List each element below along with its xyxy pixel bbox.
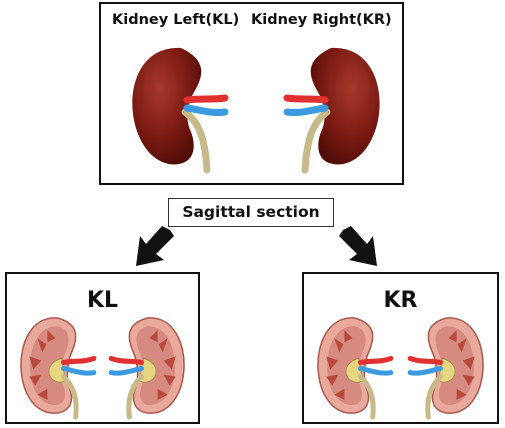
kidney-left-external-illustration (132, 47, 229, 174)
kr-right-kidney-section-illustration (404, 314, 489, 419)
kidney-right-label: Kidney Right(KR) (251, 12, 392, 28)
external-view-panel: Kidney Left(KL) Kidney Right(KR) (99, 2, 404, 185)
kl-left-kidney-section-illustration (15, 314, 100, 419)
artery-right (283, 94, 329, 104)
vein-left (183, 104, 229, 116)
kr-panel-title: KR (383, 288, 418, 313)
arrow-down-right-icon (339, 226, 377, 266)
kl-panel-title: KL (86, 288, 119, 313)
ureter-left (181, 108, 211, 174)
sagittal-section-label: Sagittal section (168, 198, 334, 227)
kr-section-panel: KR (302, 272, 499, 424)
artery-left (183, 94, 229, 104)
ureter-right (301, 108, 331, 174)
kidney-left-label: Kidney Left(KL) (112, 12, 240, 28)
arrow-down-left-icon (136, 226, 174, 266)
kidney-right-body (310, 47, 380, 165)
kl-section-panel: KL (5, 272, 200, 424)
kr-left-kidney-section-illustration (312, 314, 397, 419)
vein-right (283, 104, 329, 116)
kl-right-kidney-section-illustration (105, 314, 190, 419)
kidney-right-external-illustration (283, 47, 380, 174)
kidney-left-body (132, 47, 202, 165)
